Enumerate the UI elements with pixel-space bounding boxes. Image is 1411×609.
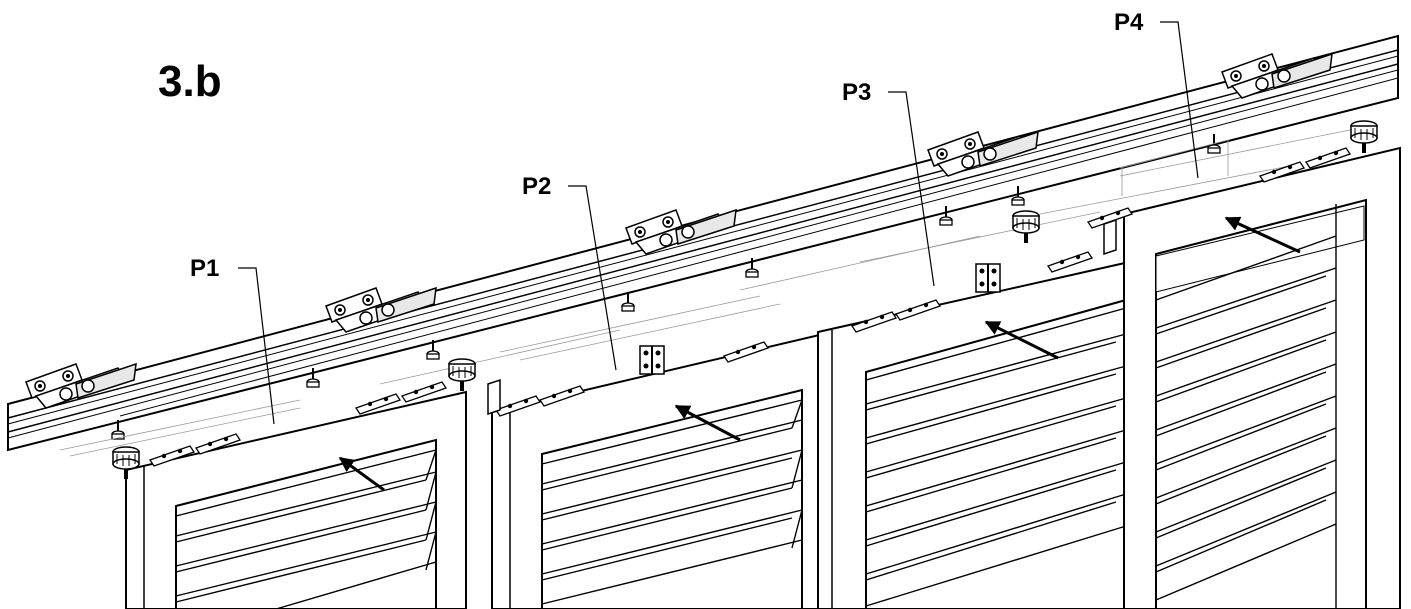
louvers-p4 bbox=[1155, 204, 1337, 609]
arrow-icon bbox=[1224, 216, 1301, 254]
arrow-icon bbox=[338, 456, 385, 492]
arrow-icon bbox=[984, 320, 1059, 360]
panel-label-p3: P3 bbox=[842, 79, 871, 106]
shutter-panel-3 bbox=[817, 254, 1157, 609]
panel-label-p4: P4 bbox=[1114, 9, 1144, 36]
shutter-panel-4 bbox=[1123, 146, 1401, 609]
panel-hardware bbox=[112, 120, 1378, 480]
roller-carriage-icon bbox=[1012, 210, 1040, 244]
hinge-icon bbox=[975, 263, 1001, 293]
leader-lines bbox=[238, 21, 1199, 425]
roller-carriage-icon bbox=[448, 358, 476, 392]
connector-strip-icon bbox=[1047, 251, 1093, 273]
louvers-p3 bbox=[865, 307, 1127, 607]
arrow-icon bbox=[674, 404, 741, 442]
guide-lines bbox=[59, 127, 1361, 457]
panel-label-p2: P2 bbox=[522, 173, 551, 200]
louvers-p1 bbox=[175, 449, 437, 609]
step-label: 3.b bbox=[158, 57, 222, 106]
roller-carriage-icon bbox=[1350, 120, 1378, 154]
shutter-panel-2 bbox=[491, 330, 833, 609]
hinge-icon bbox=[639, 345, 665, 375]
panel-label-p1: P1 bbox=[190, 255, 219, 282]
shutter-panel-1 bbox=[125, 390, 467, 609]
louvers-p2 bbox=[541, 399, 803, 605]
